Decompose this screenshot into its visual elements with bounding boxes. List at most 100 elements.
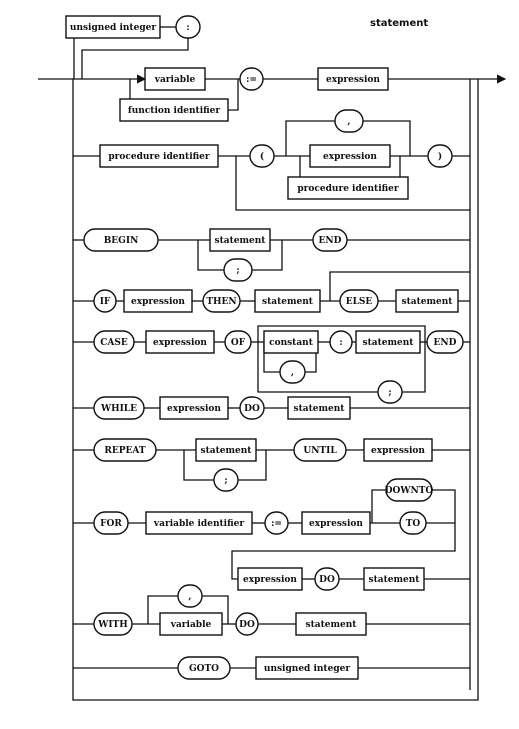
terminal-shape (177, 656, 231, 680)
nonterminal-box (65, 15, 161, 39)
terminal-shape (385, 478, 433, 502)
node-label: IF (100, 297, 111, 307)
nonterminal-box (159, 396, 229, 420)
terminal-shape (377, 380, 403, 404)
node-label: function identifier (128, 106, 221, 116)
node-label: CASE (100, 338, 128, 348)
node-label: statement (294, 404, 346, 414)
node-label: statement (369, 575, 421, 585)
node-label: , (291, 368, 294, 378)
terminal-shape (202, 289, 241, 313)
node-label: THEN (206, 297, 236, 307)
nonterminal-box (195, 438, 257, 462)
node-label: unsigned integer (70, 23, 156, 33)
node-label: OF (231, 338, 246, 348)
terminal-if: IF (93, 289, 117, 313)
nonterminal-box (395, 289, 459, 313)
nonterminal-expr6: expression (363, 438, 433, 462)
terminal-shape (235, 612, 259, 636)
node-label: variable identifier (153, 519, 244, 529)
connector (228, 79, 239, 111)
nonterminal-expr5: expression (159, 396, 229, 420)
nonterminal-box (363, 438, 433, 462)
node-label: DO (239, 620, 255, 630)
nonterminal-box (123, 289, 193, 313)
nonterminal-var: variable (144, 67, 206, 91)
diagram-title: statement (370, 18, 429, 29)
nonterminal-funcid: function identifier (119, 98, 229, 122)
terminal-shape (293, 438, 347, 462)
connector (197, 240, 224, 271)
nonterminal-box (255, 656, 359, 680)
terminal-shape (93, 511, 129, 535)
node-label: UNTIL (303, 446, 337, 456)
node-label: : (339, 338, 342, 348)
terminal-shape (175, 15, 201, 39)
terminal-shape (223, 258, 253, 282)
nonterminal-box (363, 567, 425, 591)
nonterminal-box (159, 612, 223, 636)
terminal-shape (334, 109, 364, 133)
connector (183, 450, 214, 481)
terminal-goto: GOTO (177, 656, 231, 680)
connector (72, 79, 479, 701)
node-label: ; (388, 388, 391, 398)
nonterminal-box (263, 330, 319, 354)
terminal-end2: END (426, 330, 464, 354)
node-label: ELSE (346, 297, 373, 307)
nonterminal-procid: procedure identifier (99, 144, 219, 168)
nonterminal-box (119, 98, 229, 122)
node-label: := (246, 75, 257, 85)
terminal-semi3: ; (213, 468, 239, 492)
nonterminal-box (145, 511, 253, 535)
nonterminal-expr7: expression (301, 511, 371, 535)
connector (363, 120, 411, 156)
nonterminal-ui2: unsigned integer (255, 656, 359, 680)
terminal-shape (426, 330, 464, 354)
terminal-shape (339, 289, 379, 313)
nonterminal-box (309, 144, 391, 168)
node-label: ; (236, 266, 239, 276)
terminal-downto: DOWNTO (385, 478, 434, 502)
nonterminal-procid2: procedure identifier (287, 176, 409, 200)
node-label: expression (323, 152, 377, 162)
terminal-shape (427, 144, 453, 168)
terminal-semi1: ; (223, 258, 253, 282)
node-label: , (188, 592, 191, 602)
nonterminal-box (99, 144, 219, 168)
node-label: DOWNTO (385, 486, 434, 496)
node-label: TO (406, 519, 421, 529)
connector (238, 450, 267, 481)
node-label: procedure identifier (108, 152, 210, 162)
terminal-with: WITH (93, 612, 133, 636)
terminal-then: THEN (202, 289, 241, 313)
connector (285, 120, 335, 156)
connector (329, 271, 470, 301)
nonterminal-stmt7: statement (363, 567, 425, 591)
terminal-shape (177, 584, 203, 608)
nonterminal-box (317, 67, 389, 91)
terminal-shape (399, 511, 427, 535)
nonterminal-varid: variable identifier (145, 511, 253, 535)
terminal-shape (239, 396, 265, 420)
node-label: DO (244, 404, 260, 414)
nonterminal-expr4: expression (145, 330, 215, 354)
node-label: procedure identifier (297, 184, 399, 194)
nonterminal-var2: variable (159, 612, 223, 636)
terminal-shape (264, 511, 289, 535)
nonterminal-box (355, 330, 421, 354)
terminal-shape (249, 144, 275, 168)
node-label: ; (224, 476, 227, 486)
nonterminal-stmt5: statement (287, 396, 351, 420)
terminal-assign2: := (264, 511, 289, 535)
node-label: constant (269, 338, 314, 348)
nonterminal-box (295, 612, 367, 636)
node-label: WITH (97, 620, 128, 630)
terminal-shape (213, 468, 239, 492)
terminal-do3: DO (235, 612, 259, 636)
terminal-repeat: REPEAT (93, 438, 157, 462)
terminal-semi2: ; (377, 380, 403, 404)
terminal-colon1: : (175, 15, 201, 39)
terminal-case: CASE (93, 330, 135, 354)
